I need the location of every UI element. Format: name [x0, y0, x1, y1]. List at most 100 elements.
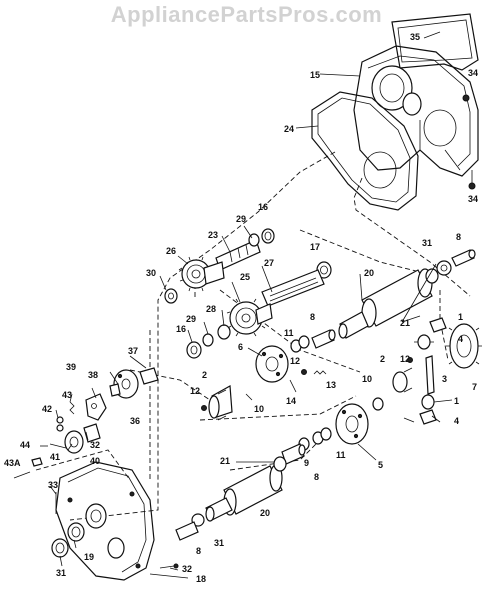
bevel-gear-2-right	[392, 367, 413, 393]
screw-32	[159, 563, 179, 569]
pin-44	[31, 457, 43, 467]
gear-7	[446, 323, 482, 369]
key-10-right	[372, 397, 384, 411]
label-24: 24	[284, 124, 294, 134]
bearing-28	[217, 324, 231, 340]
bearing-17	[316, 261, 332, 279]
label-32: 32	[182, 564, 192, 574]
label-21: 21	[220, 456, 230, 466]
cotter-43a	[13, 471, 31, 479]
label-1: 1	[458, 312, 463, 322]
ball-12c	[407, 357, 413, 363]
label-20: 20	[260, 508, 270, 518]
label-27: 27	[264, 258, 274, 268]
label-25: 25	[240, 272, 250, 282]
label-42: 42	[42, 404, 52, 414]
spring-43	[69, 401, 75, 415]
label-40: 40	[90, 456, 100, 466]
label-28: 28	[206, 304, 216, 314]
tube-20-lower	[205, 464, 283, 522]
key-10	[245, 393, 253, 401]
collar-31	[436, 260, 452, 276]
label-7: 7	[472, 382, 477, 392]
label-8: 8	[310, 312, 315, 322]
pin-41	[49, 443, 67, 449]
label-10: 10	[254, 404, 264, 414]
screw-34	[468, 170, 476, 190]
label-23: 23	[208, 230, 218, 240]
shaft-23	[215, 228, 275, 271]
label-44: 44	[20, 440, 30, 450]
pin-8-top	[451, 249, 476, 267]
label-41: 41	[50, 452, 60, 462]
washer-11-lower	[312, 427, 332, 445]
bracket-32	[83, 423, 101, 443]
label-11: 11	[336, 450, 346, 460]
shaft-3	[425, 355, 435, 395]
label-4: 4	[454, 416, 459, 426]
washer-11	[290, 335, 310, 353]
flange-6	[255, 345, 289, 383]
label-33: 33	[48, 480, 58, 490]
label-43a: 43A	[4, 458, 21, 468]
label-8: 8	[314, 472, 319, 482]
label-38: 38	[88, 370, 98, 380]
knob-37	[139, 367, 159, 385]
plate-40	[64, 430, 84, 454]
label-31: 31	[214, 538, 224, 548]
label-16: 16	[176, 324, 186, 334]
spline-shaft-27	[261, 269, 325, 307]
sleeve-21-lower	[273, 456, 287, 472]
label-2: 2	[380, 354, 385, 364]
label-3: 3	[442, 374, 447, 384]
sleeve-21	[425, 268, 439, 284]
spring-13	[313, 370, 327, 375]
label-11: 11	[284, 328, 294, 338]
gear-26	[178, 256, 225, 292]
label-16: 16	[258, 202, 268, 212]
label-19: 19	[84, 552, 94, 562]
seal-19	[67, 522, 85, 542]
label-13: 13	[326, 380, 336, 390]
label-31: 31	[56, 568, 66, 578]
pin-8-bottom	[175, 521, 199, 541]
gear-25	[226, 298, 273, 337]
bearing-16	[186, 341, 202, 359]
washer-42	[56, 416, 64, 432]
block-4-top	[429, 317, 447, 333]
block-38	[109, 383, 121, 397]
label-18: 18	[196, 574, 206, 584]
ball-12b	[201, 405, 207, 411]
label-4: 4	[458, 334, 463, 344]
label-35: 35	[410, 32, 420, 42]
label-12: 12	[290, 356, 300, 366]
label-37: 37	[128, 346, 138, 356]
pinion-1-bottom	[421, 394, 435, 410]
collar-31-left	[51, 538, 69, 558]
housing-15	[353, 45, 479, 177]
label-34: 34	[468, 194, 478, 204]
label-5: 5	[378, 460, 383, 470]
label-21: 21	[400, 318, 410, 328]
label-8: 8	[456, 232, 461, 242]
label-31: 31	[422, 238, 432, 248]
gasket-24	[311, 91, 419, 211]
label-10: 10	[362, 374, 372, 384]
label-6: 6	[238, 342, 243, 352]
label-12: 12	[190, 386, 200, 396]
pin-8	[311, 329, 336, 349]
part-labels: 35 34 15 24 34 16 29 23 17 26 8 31 30 27…	[4, 32, 478, 584]
label-36: 36	[130, 416, 140, 426]
washer-29	[202, 333, 214, 347]
assembly-dashed-lines	[35, 151, 471, 521]
washer-30	[164, 288, 178, 304]
pin-14	[289, 379, 297, 393]
pinion-1-top	[414, 334, 434, 350]
label-30: 30	[146, 268, 156, 278]
label-39: 39	[66, 362, 76, 372]
lower-housing-18	[55, 461, 155, 581]
lever-39	[85, 393, 107, 421]
label-1: 1	[454, 396, 459, 406]
